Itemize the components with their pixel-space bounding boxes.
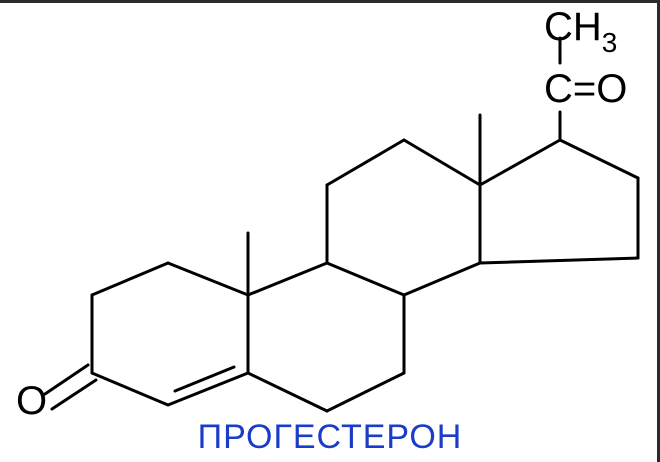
- ring-b: [246, 231, 406, 413]
- frame-top-edge: [0, 0, 660, 3]
- ring-a: [43, 261, 250, 411]
- ring-ketone-oxygen-label: O: [16, 379, 47, 423]
- ring-c: [325, 113, 482, 297]
- compound-name-caption: ПРОГЕСТЕРОН: [197, 418, 463, 456]
- ketone-label: C=O: [544, 67, 627, 111]
- ring-d: [478, 138, 640, 265]
- acetyl-side-chain: CH3 C=O: [544, 5, 627, 142]
- methyl-label: CH3: [544, 5, 617, 58]
- frame-right-edge: [657, 0, 660, 462]
